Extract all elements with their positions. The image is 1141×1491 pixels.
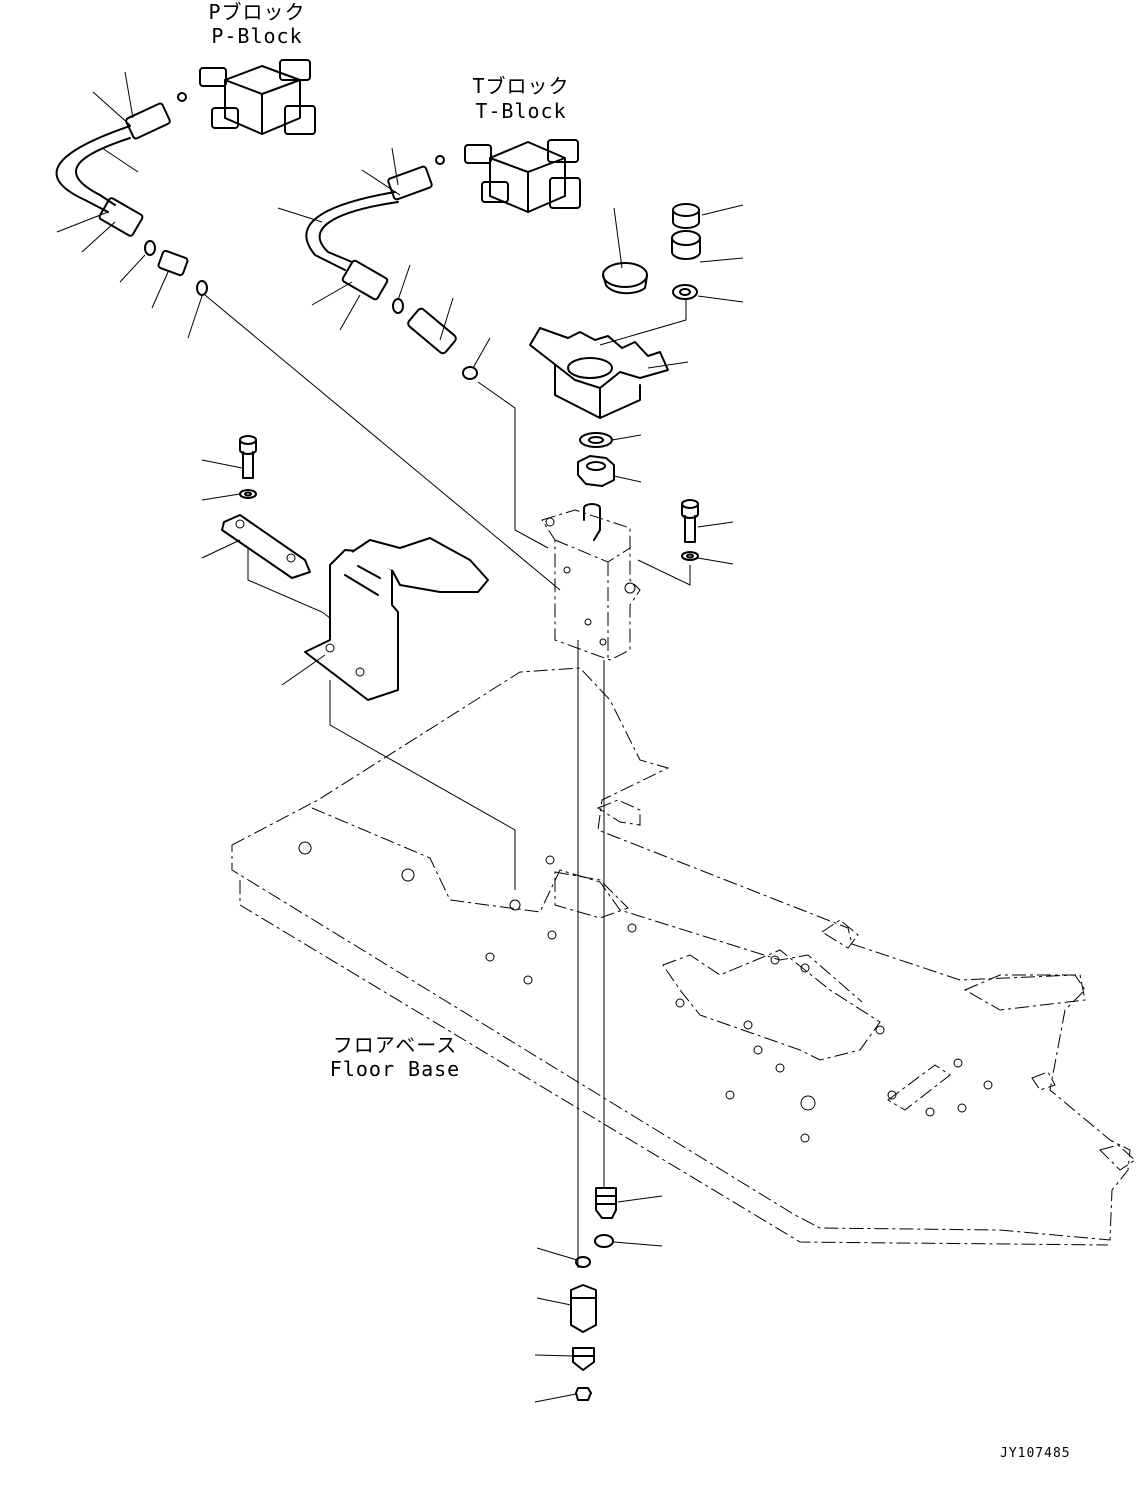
floor-base-holes <box>298 841 993 1143</box>
hose-1 <box>55 102 208 296</box>
bolt-right <box>681 499 699 561</box>
bracket <box>304 537 489 701</box>
lower-fittings <box>570 1187 617 1401</box>
plate <box>221 514 311 579</box>
floor-base-label-en: Floor Base <box>329 1057 461 1081</box>
bolt-left <box>239 435 257 499</box>
t-block <box>435 139 581 213</box>
t-block-label-jp: Tブロック <box>472 74 570 98</box>
p-block <box>177 59 316 135</box>
drawing-code: JY107485 <box>1000 1446 1071 1461</box>
hose-2 <box>305 165 478 380</box>
p-block-label-jp: Pブロック <box>208 0 306 24</box>
valve-body <box>541 503 641 661</box>
t-block-label-en: T-Block <box>475 99 567 123</box>
p-block-label-en: P-Block <box>211 24 303 48</box>
floor-base-label-jp: フロアベース <box>332 1033 458 1057</box>
pedal-assembly <box>529 203 701 487</box>
center-lines <box>204 294 691 1268</box>
floor-base-outline <box>231 667 1136 1246</box>
leader-lines <box>56 71 744 1403</box>
